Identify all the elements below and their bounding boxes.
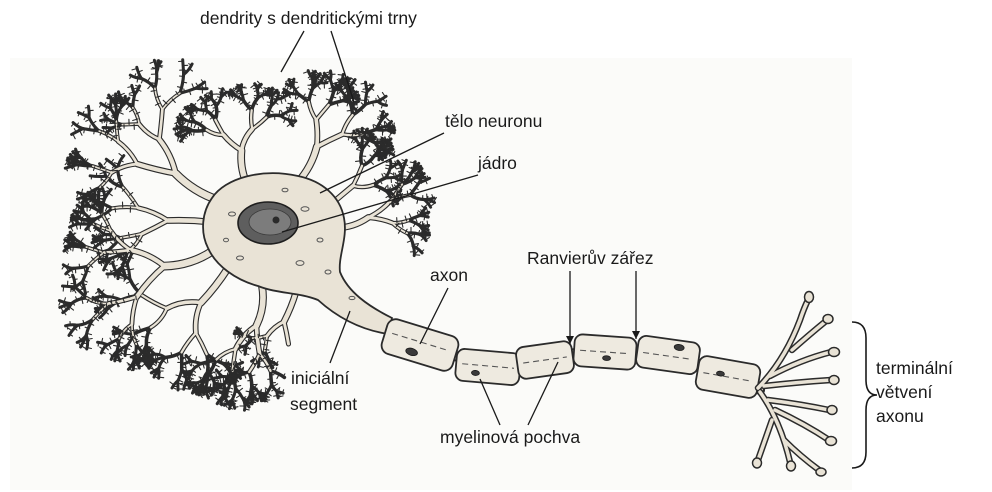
terminal-brace — [852, 322, 877, 468]
label-ranvier-node: Ranvierův zářez — [527, 248, 653, 268]
label-initial-segment-line2: segment — [290, 394, 357, 414]
label-dendrites: dendrity s dendritickými trny — [200, 8, 417, 28]
dendrite-branch — [183, 60, 184, 75]
synaptic-bouton — [753, 458, 762, 468]
synaptic-bouton — [816, 468, 826, 476]
label-nucleus: jádro — [477, 153, 517, 173]
dendrite-branch — [82, 219, 97, 220]
dendrite-branch-core — [316, 120, 317, 147]
myelin-segment — [573, 334, 637, 370]
dendrite-branch — [133, 95, 135, 108]
synaptic-bouton — [829, 376, 839, 385]
synaptic-bouton — [827, 406, 837, 415]
dendrite-branch — [98, 258, 112, 259]
label-myelin-sheath: myelinová pochva — [440, 427, 580, 447]
label-axon: axon — [430, 265, 468, 285]
dendrite-branch-core — [122, 124, 139, 125]
dendrite-branch — [361, 149, 362, 166]
synaptic-bouton — [829, 348, 840, 357]
dendrite-branch — [155, 72, 157, 88]
label-terminal-branches-line2: větvení — [876, 382, 933, 402]
label-terminal-branches-line1: terminální — [876, 358, 953, 378]
synaptic-bouton — [826, 437, 837, 446]
label-soma: tělo neuronu — [445, 111, 542, 131]
dendrite-branch — [266, 115, 280, 117]
label-initial-segment-line1: iniciální — [291, 368, 349, 388]
synaptic-bouton — [823, 315, 833, 324]
nucleolus — [273, 217, 280, 224]
dendrite-branch — [88, 106, 89, 117]
synaptic-bouton — [787, 461, 796, 471]
synaptic-bouton — [805, 292, 814, 303]
myelin-segment — [515, 340, 575, 379]
schwann-cell-nucleus — [602, 355, 610, 360]
myelin-segment — [455, 348, 522, 385]
dendrite-branch — [90, 176, 106, 177]
dendrite-branch-core — [251, 110, 252, 129]
schwann-cell-nucleus — [471, 370, 479, 376]
dendrite-branch — [271, 371, 272, 384]
label-terminal-branches-line3: axonu — [876, 406, 924, 426]
